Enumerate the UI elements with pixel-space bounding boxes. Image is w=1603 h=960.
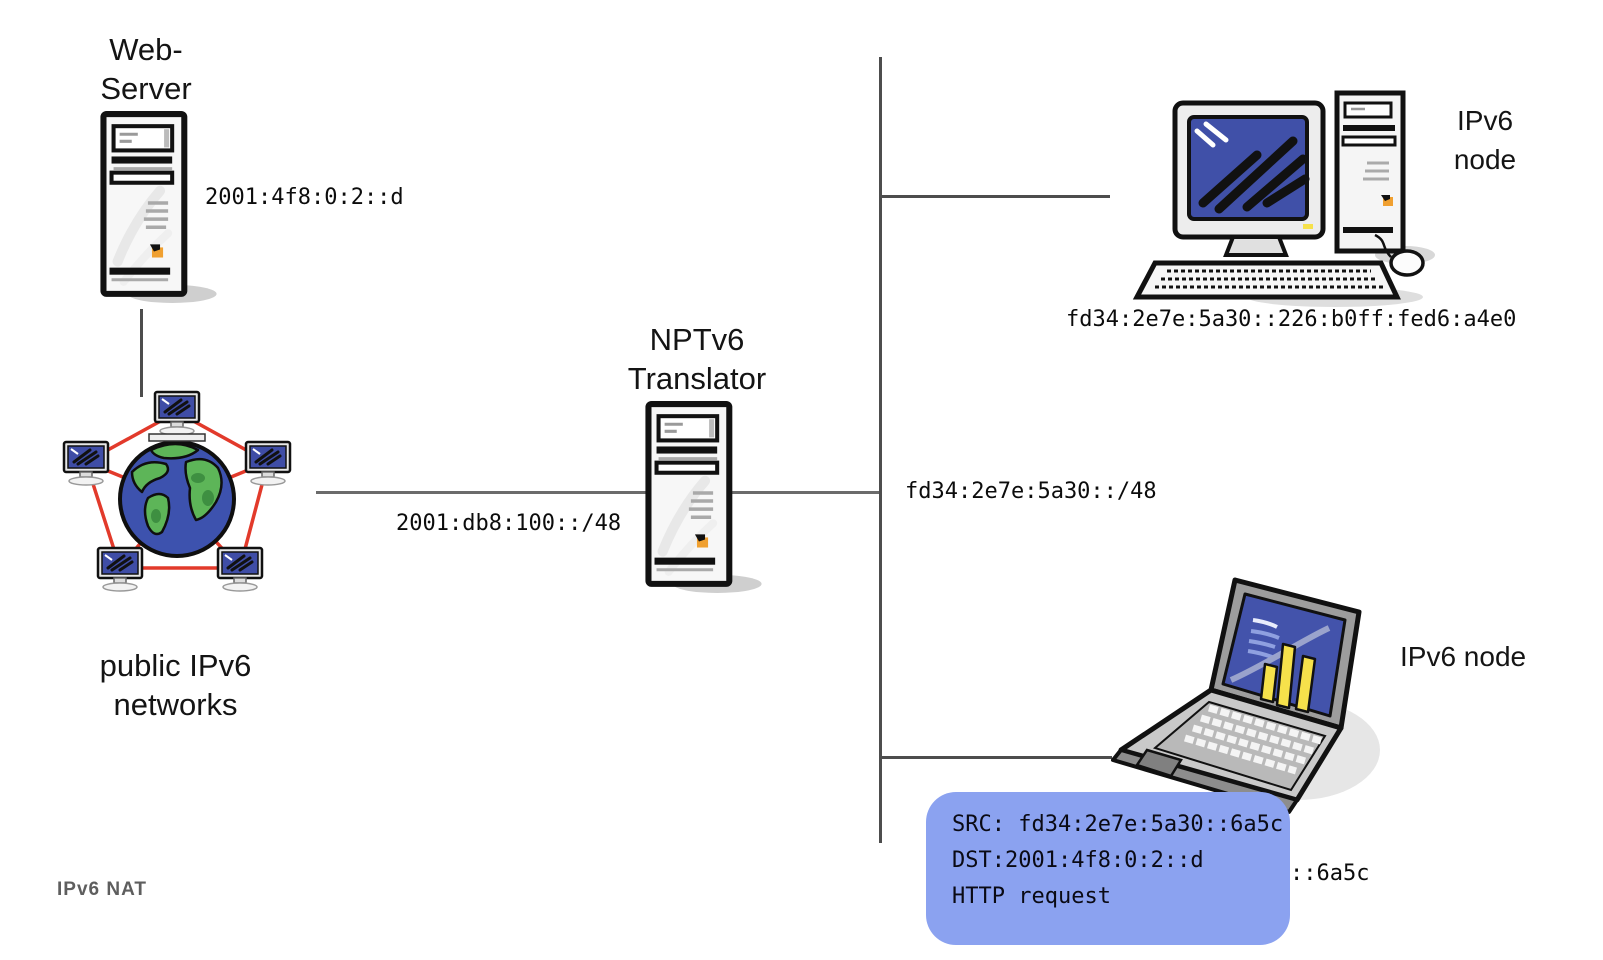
internal-prefix-label: fd34:2e7e:5a30::/48 (905, 479, 1157, 504)
diagram-caption: IPv6 NAT (57, 879, 148, 900)
laptop-branch-line (882, 756, 1112, 759)
desktop-computer-icon (1132, 90, 1435, 307)
public-prefix-label: 2001:db8:100::/48 (396, 511, 622, 536)
backbone-line (879, 57, 882, 843)
public-networks-label-line2: networks (113, 687, 238, 722)
packet-payload-line: HTTP request (952, 884, 1111, 909)
public-networks-label-line1: public IPv6 (99, 648, 252, 683)
public-networks-label: public IPv6 networks (73, 646, 278, 724)
web-server-address: 2001:4f8:0:2::d (205, 185, 404, 210)
packet-src-line: SRC: fd34:2e7e:5a30::6a5c (952, 812, 1284, 837)
packet-dst-line: DST:2001:4f8:0:2::d (952, 848, 1204, 873)
translator-label-line2: Translator (627, 361, 767, 396)
desktop-node-label-line1: IPv6 (1456, 105, 1514, 136)
laptop-node-label: IPv6 node (1400, 641, 1527, 672)
web-server-link-line (140, 309, 143, 397)
server-tower-icon (640, 400, 762, 594)
translator-label-line1: NPTv6 (649, 322, 745, 357)
laptop-node-address-visible: ::6a5c (1290, 861, 1370, 886)
server-tower-icon (95, 110, 217, 304)
desktop-node-label-line2: node (1453, 144, 1517, 175)
web-server-label: Web- Server (80, 30, 212, 108)
globe-network-icon (62, 390, 292, 592)
laptop-computer-icon (1111, 577, 1380, 814)
translator-label: NPTv6 Translator (597, 320, 797, 398)
web-server-label-line2: Server (100, 71, 192, 106)
public-link-line (316, 491, 882, 494)
desktop-node-address: fd34:2e7e:5a30::226:b0ff:fed6:a4e0 (1066, 307, 1517, 332)
desktop-branch-line (882, 195, 1110, 198)
desktop-node-label: IPv6 node (1420, 101, 1550, 179)
web-server-label-line1: Web- (109, 32, 183, 67)
packet-callout: SRC: fd34:2e7e:5a30::6a5c DST:2001:4f8:0… (926, 792, 1290, 945)
